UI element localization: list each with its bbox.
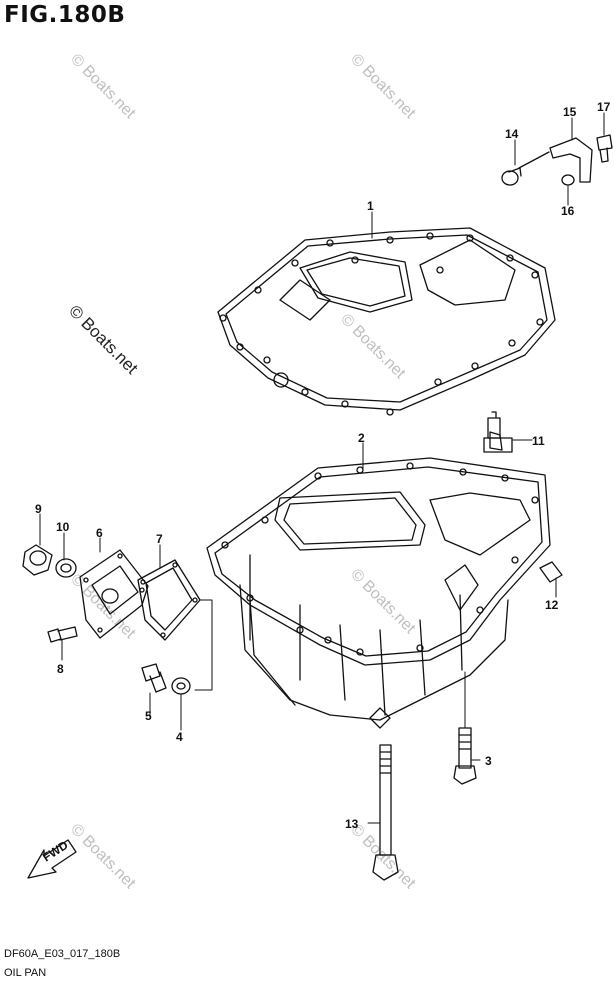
dipstick-14 xyxy=(501,151,550,186)
dipstick-guide-15 xyxy=(549,137,593,183)
watermark: © Boats.net xyxy=(347,51,419,123)
watermark: © Boats.net xyxy=(65,301,142,378)
watermark: © Boats.net xyxy=(347,566,419,638)
callout-1: 1 xyxy=(367,199,374,213)
callout-14: 14 xyxy=(505,127,519,141)
watermark: © Boats.net xyxy=(67,51,139,123)
diagram-caption: OIL PAN xyxy=(4,967,47,979)
callouts: 1 2 3 4 5 6 7 8 9 10 11 12 13 14 15 16 1… xyxy=(35,100,611,831)
callout-6: 6 xyxy=(96,526,103,540)
callout-3: 3 xyxy=(485,754,492,768)
watermark: © Boats.net xyxy=(67,821,139,893)
callout-7: 7 xyxy=(156,532,163,546)
callout-15: 15 xyxy=(563,105,577,119)
callout-9: 9 xyxy=(35,502,42,516)
figure-title: FIG.180B xyxy=(4,2,126,28)
watermark: © Boats.net xyxy=(67,571,139,643)
watermark: © Boats.net xyxy=(337,311,409,383)
drain-plug-5 xyxy=(141,663,167,693)
callout-13: 13 xyxy=(345,817,359,831)
washer-4 xyxy=(171,677,191,695)
fwd-arrow-icon xyxy=(27,839,77,879)
callout-4: 4 xyxy=(176,730,183,744)
callout-10: 10 xyxy=(56,520,70,534)
screw-8 xyxy=(47,626,78,643)
diagram-code: DF60A_E03_017_180B xyxy=(4,948,121,960)
bolt-3 xyxy=(453,727,477,785)
callout-12: 12 xyxy=(545,598,559,612)
fitting-11 xyxy=(483,411,513,453)
callout-16: 16 xyxy=(561,204,575,218)
long-bolt-13 xyxy=(372,744,399,881)
watermarks: © Boats.net © Boats.net © Boats.net © Bo… xyxy=(65,51,419,893)
watermark: © Boats.net xyxy=(347,821,419,893)
oil-pan xyxy=(206,431,551,729)
cover-gasket-7 xyxy=(137,559,201,641)
callout-17: 17 xyxy=(597,100,611,114)
o-ring-16 xyxy=(561,174,575,186)
callout-2: 2 xyxy=(358,431,365,445)
leader-lines xyxy=(39,112,605,824)
plug-9 xyxy=(22,544,53,576)
oil-pan-gasket xyxy=(217,227,556,416)
callout-8: 8 xyxy=(57,662,64,676)
callout-11: 11 xyxy=(532,434,545,448)
plug-12 xyxy=(539,561,563,583)
o-ring-10 xyxy=(55,558,77,578)
bolt-17 xyxy=(596,134,613,163)
callout-5: 5 xyxy=(145,709,152,723)
